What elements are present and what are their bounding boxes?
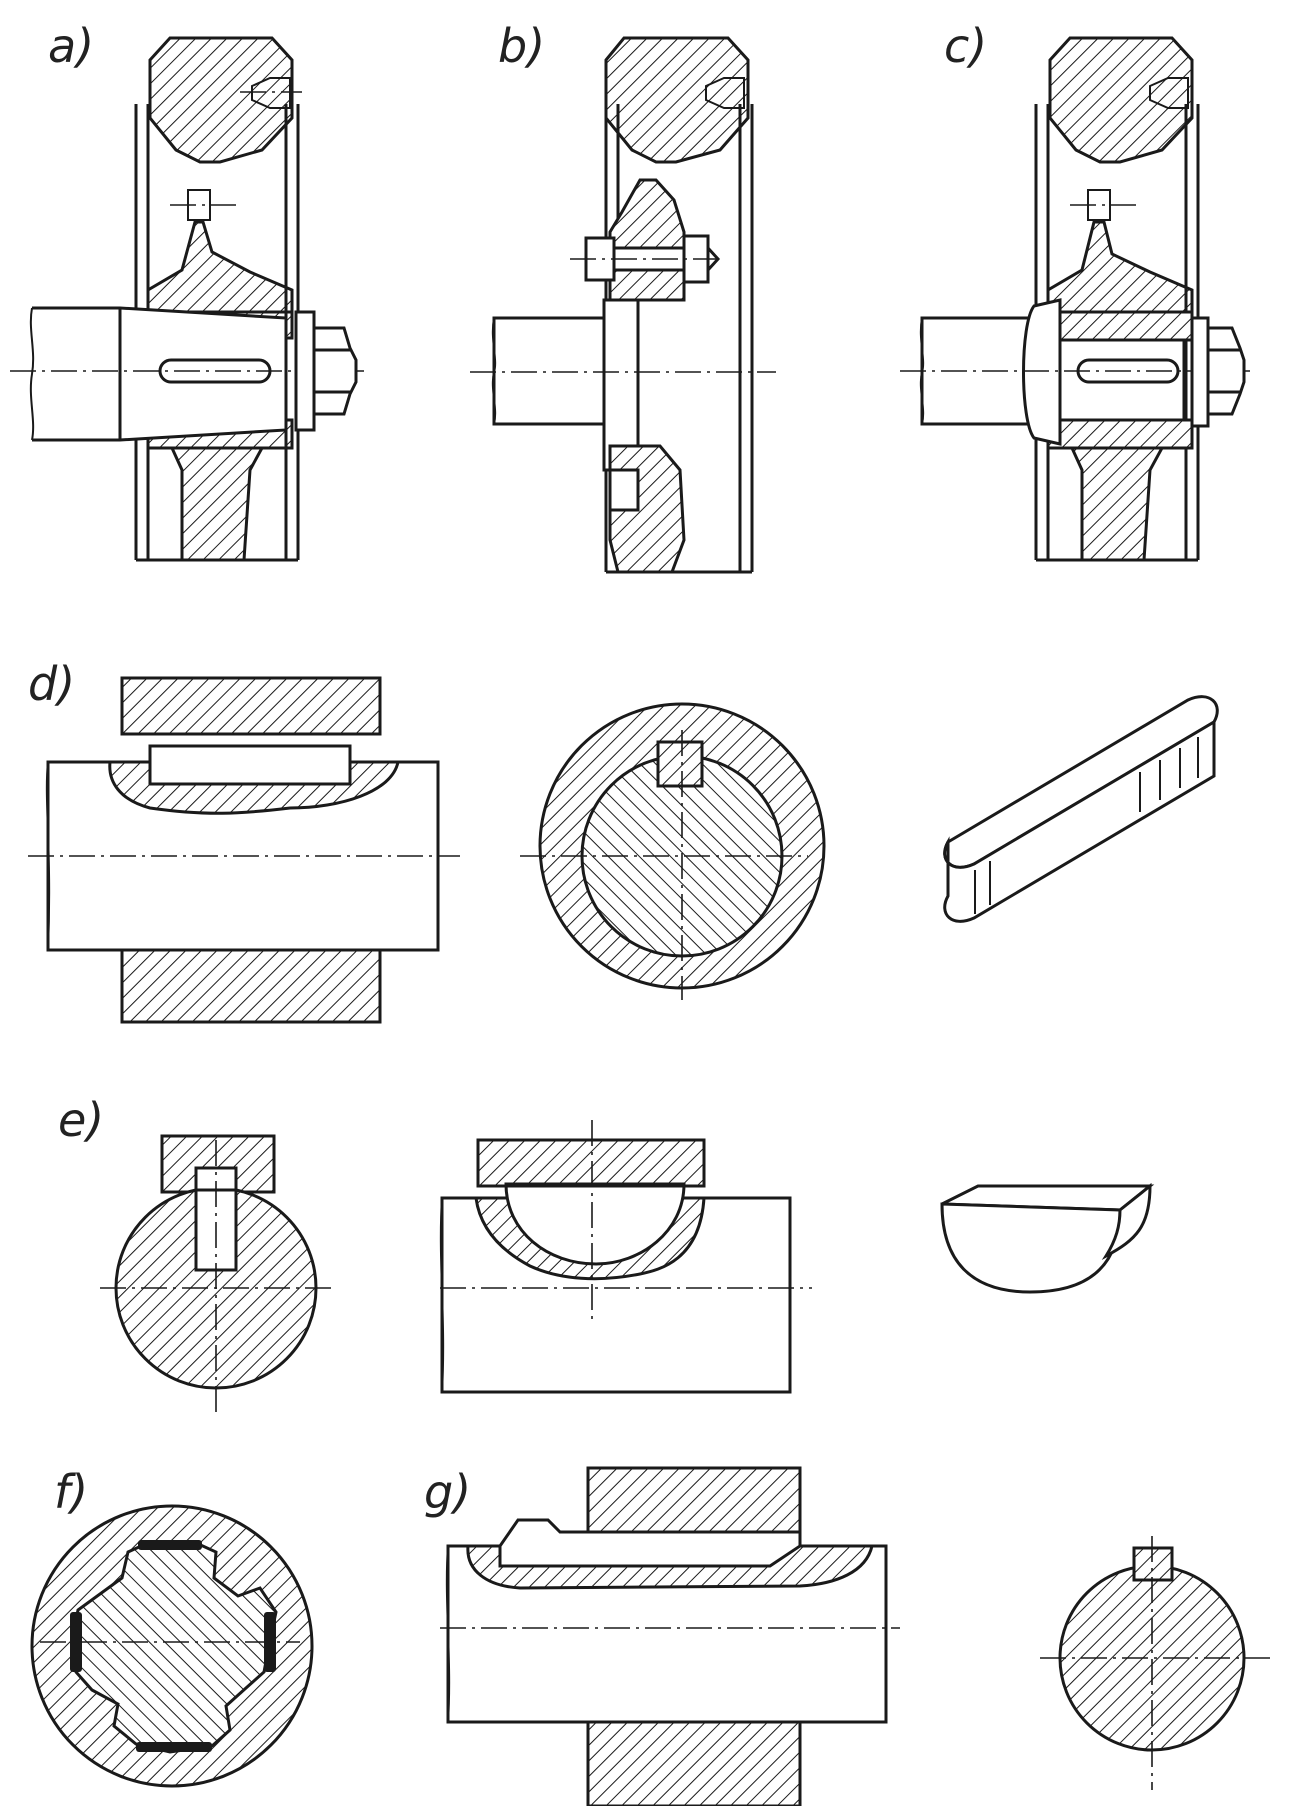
figure-e-hub — [476, 1138, 706, 1188]
figure-e-woodruff-key: e) — [58, 1093, 1155, 1416]
figure-c-rim — [1048, 36, 1194, 164]
figure-c-arm-lower — [1069, 446, 1165, 562]
figure-a-setscrew — [251, 77, 291, 109]
figure-c-washer — [1190, 316, 1210, 428]
figure-g-label: g) — [424, 1465, 471, 1519]
figure-d-hub-lower — [120, 948, 382, 1024]
figure-f-spline-teeth — [70, 1540, 276, 1752]
figure-d-key-shading — [974, 737, 1199, 914]
figure-g-hub-upper — [586, 1466, 802, 1542]
figure-b-flange-hole — [608, 468, 640, 512]
figure-d-key-cross-section — [656, 740, 704, 788]
figure-c-pulley-cylindrical-shaft: c) — [900, 19, 1250, 562]
figure-c-label: c) — [944, 19, 987, 73]
figure-g-key-cross-section — [1132, 1546, 1174, 1582]
figure-d-feather-key: d) — [28, 657, 1219, 1024]
figure-b-flange-upper — [608, 178, 686, 302]
figure-c-hub-bottom — [1046, 418, 1194, 450]
figure-a-pulley-tapered-shaft: a) — [10, 19, 370, 562]
figure-g-gib-head-key: g) — [424, 1465, 1270, 1806]
figure-b-setscrew — [705, 77, 745, 109]
figure-a-nut — [312, 326, 358, 416]
figure-b-rim — [604, 36, 750, 164]
figure-b-label: b) — [498, 19, 545, 73]
figure-f-label: f) — [54, 1465, 88, 1519]
figure-d-hub-upper — [120, 676, 382, 736]
figure-c-setscrew — [1149, 77, 1189, 109]
figure-c-hub-top — [1046, 310, 1194, 342]
figure-f-spline-shaft: f) — [30, 1465, 314, 1788]
figure-c-web-lower — [1046, 220, 1194, 314]
figure-a-washer — [294, 310, 316, 432]
figure-c-collar — [1022, 298, 1062, 446]
figure-a-web-lower — [146, 220, 294, 314]
figure-e-key — [504, 1182, 686, 1266]
figure-a-rim — [148, 36, 294, 164]
figure-d-label: d) — [28, 657, 75, 711]
figure-c-shaft — [920, 316, 1036, 426]
figure-a-label: a) — [48, 19, 94, 73]
figure-g-gib-key — [498, 1518, 802, 1568]
figure-c-nut — [1206, 326, 1246, 416]
figure-d-key — [148, 744, 352, 786]
figure-a-arm-lower — [169, 446, 265, 562]
figure-b-shaft — [492, 316, 606, 426]
figure-a-wavy-break — [29, 307, 35, 441]
figure-e-label: e) — [58, 1093, 104, 1147]
figure-g-hub-lower — [586, 1718, 802, 1806]
figure-b-pulley-bolted-flange: b) — [470, 19, 776, 574]
